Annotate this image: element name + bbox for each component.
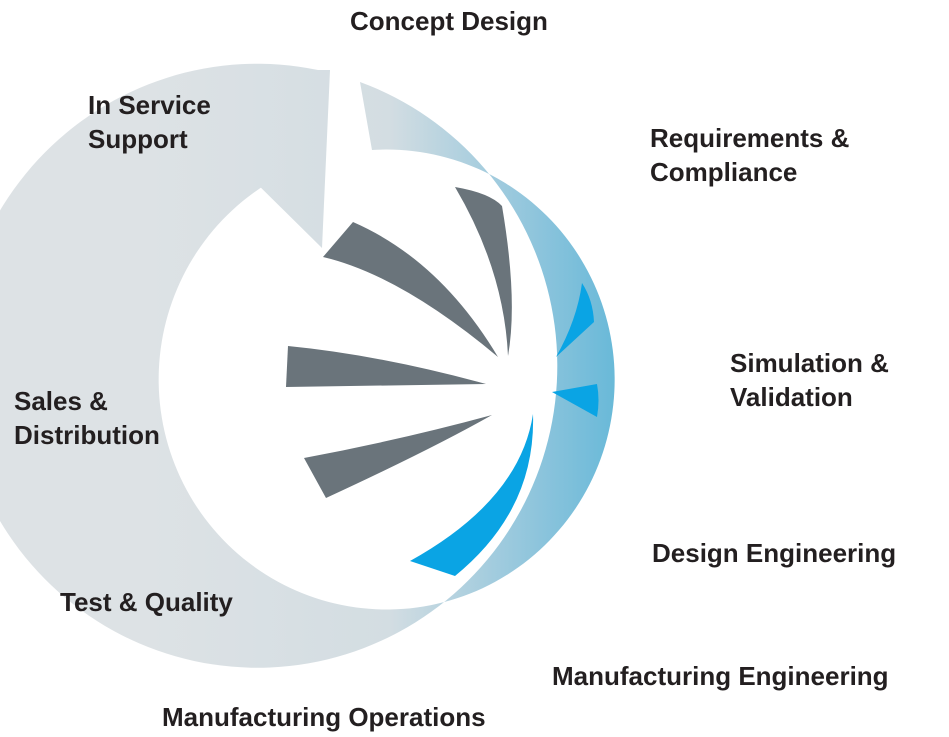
stage-label-manufacturing-operations: Manufacturing Operations [162,702,486,732]
stage-label-concept-design: Concept Design [350,6,548,36]
cycle-arrow [0,63,615,668]
burst-blade-gray [286,346,486,387]
center-burst [286,187,599,576]
burst-blade-blue [552,384,599,417]
stage-label-manufacturing-engineering: Manufacturing Engineering [552,661,889,691]
stage-label-test-quality: Test & Quality [60,587,233,617]
burst-blade-blue [410,414,534,576]
burst-blade-gray [304,415,492,498]
stage-label-in-service-support: In Service Support [88,90,218,154]
stage-label-design-engineering: Design Engineering [652,538,896,568]
burst-blade-gray [323,222,498,357]
stage-label-sales-distribution: Sales & Distribution [14,386,160,450]
stage-label-requirements-compliance: Requirements & Compliance [650,123,857,187]
burst-blade-gray [455,187,512,356]
stage-label-simulation-validation: Simulation & Validation [730,348,896,412]
burst-blade-blue [556,283,594,357]
